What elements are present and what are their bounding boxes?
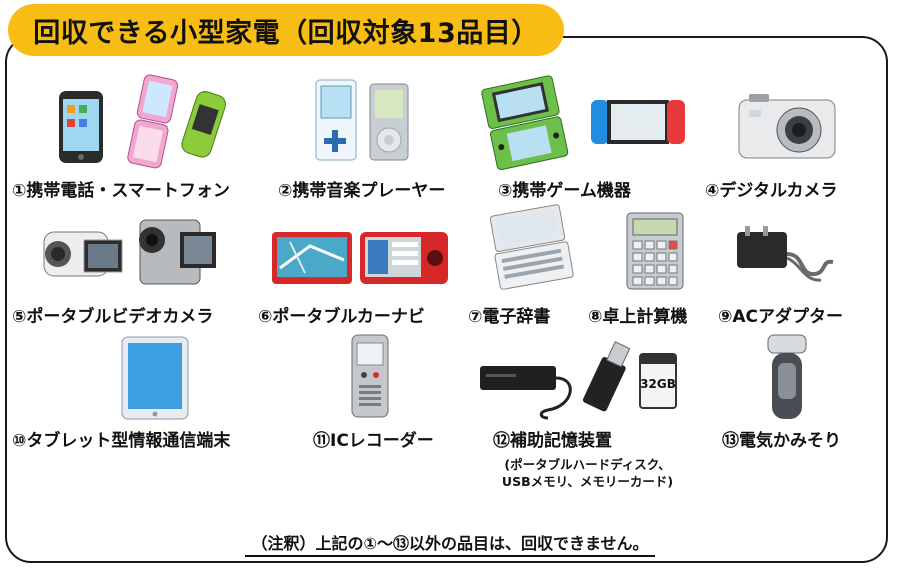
item-sublabel: USBメモリ、メモリーカード) xyxy=(501,474,674,489)
item-label: ⑧卓上計算機 xyxy=(588,307,688,327)
storage-device-illustration xyxy=(480,341,677,420)
electric-shaver-illustration xyxy=(767,334,807,419)
item-label: ⑦電子辞書 xyxy=(468,307,551,327)
mobile-phone-illustration xyxy=(59,74,227,169)
footnote: （注釈）上記の①～⑬以外の品目は、回収できません。 xyxy=(0,530,900,557)
ic-recorder-illustration xyxy=(351,334,389,418)
electronic-dictionary-illustration xyxy=(489,204,574,290)
item-label: ⑬電気かみそり xyxy=(722,431,841,451)
item-sublabel: (ポータブルハードディスク、 xyxy=(504,457,671,472)
digital-camera-illustration xyxy=(738,94,836,159)
item-label: ④デジタルカメラ xyxy=(705,181,838,201)
video-camera-illustration xyxy=(43,219,216,285)
item-label: ③携帯ゲーム機器 xyxy=(498,181,631,201)
item-label: ①携帯電話・スマートフォン xyxy=(12,181,230,201)
item-label: ⑩タブレット型情報通信端末 xyxy=(12,431,231,451)
music-player-illustration xyxy=(315,79,409,161)
sd-card-capacity: 32GB xyxy=(640,377,676,391)
game-device-illustration xyxy=(481,75,685,171)
item-label: ②携帯音楽プレーヤー xyxy=(278,181,446,201)
car-navigation-illustration xyxy=(272,232,448,284)
ac-adapter-illustration xyxy=(737,226,834,282)
item-label: ⑥ポータブルカーナビ xyxy=(258,307,425,327)
item-label: ⑪ICレコーダー xyxy=(313,431,434,451)
footnote-text: （注釈）上記の①～⑬以外の品目は、回収できません。 xyxy=(245,534,655,557)
page-title: 回収できる小型家電（回収対象13品目） xyxy=(8,4,564,56)
tablet-illustration xyxy=(121,336,189,420)
item-label: ⑫補助記憶装置 xyxy=(493,431,612,451)
calculator-illustration xyxy=(626,212,684,290)
item-label: ⑨ACアダプター xyxy=(718,307,844,327)
item-label: ⑤ポータブルビデオカメラ xyxy=(12,307,214,327)
